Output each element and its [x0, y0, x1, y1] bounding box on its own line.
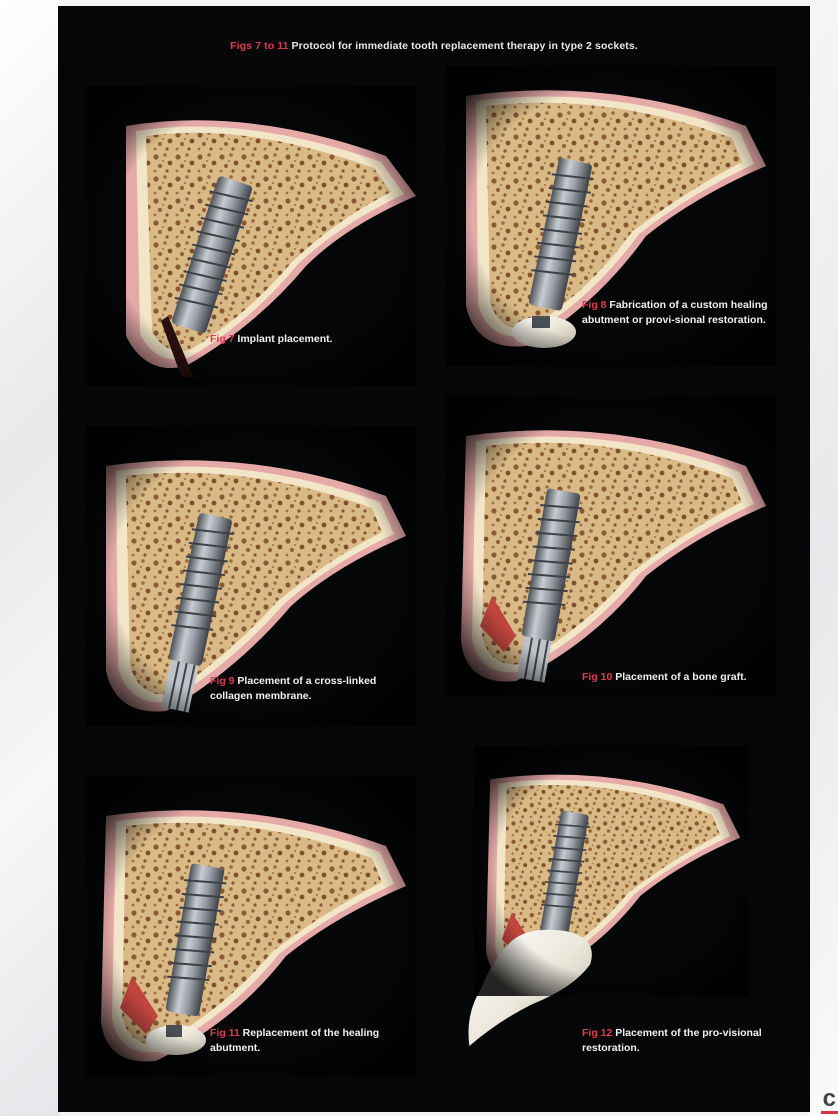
figure-header: Figs 7 to 11 Protocol for immediate toot… — [58, 40, 810, 52]
fig9-label: Fig 9 — [210, 675, 235, 687]
fig8-caption: Fig 8 Fabrication of a custom healing ab… — [582, 298, 782, 328]
fig7-label: Fig 7 — [210, 333, 235, 345]
header-prefix: Figs 7 to 11 — [230, 40, 288, 52]
header-text: Protocol for immediate tooth replacement… — [289, 40, 638, 52]
fig10-label: Fig 10 — [582, 671, 612, 683]
fig9-text: Placement of a cross-linked collagen mem… — [210, 675, 376, 702]
fig12-caption: Fig 12 Placement of the pro-visional res… — [582, 1026, 782, 1056]
right-background — [808, 0, 838, 1116]
fig7-caption: Fig 7 Implant placement. — [210, 332, 410, 347]
left-background — [0, 0, 60, 1116]
fig10-caption: Fig 10 Placement of a bone graft. — [582, 670, 782, 685]
fig10-text: Placement of a bone graft. — [612, 671, 746, 683]
fig7-text: Implant placement. — [235, 333, 333, 345]
fig12-label: Fig 12 — [582, 1027, 612, 1039]
figure-panel: Figs 7 to 11 Protocol for immediate toot… — [58, 6, 810, 1112]
fig8-label: Fig 8 — [582, 299, 607, 311]
fig9-caption: Fig 9 Placement of a cross-linked collag… — [210, 674, 410, 704]
corner-text: c — [821, 1087, 838, 1114]
fig8-text: Fabrication of a custom healing abutment… — [582, 299, 768, 326]
fig12-illustration — [446, 746, 776, 1046]
fig11-label: Fig 11 — [210, 1027, 240, 1039]
fig11-caption: Fig 11 Replacement of the healing abutme… — [210, 1026, 410, 1056]
fig10-illustration — [446, 396, 776, 696]
